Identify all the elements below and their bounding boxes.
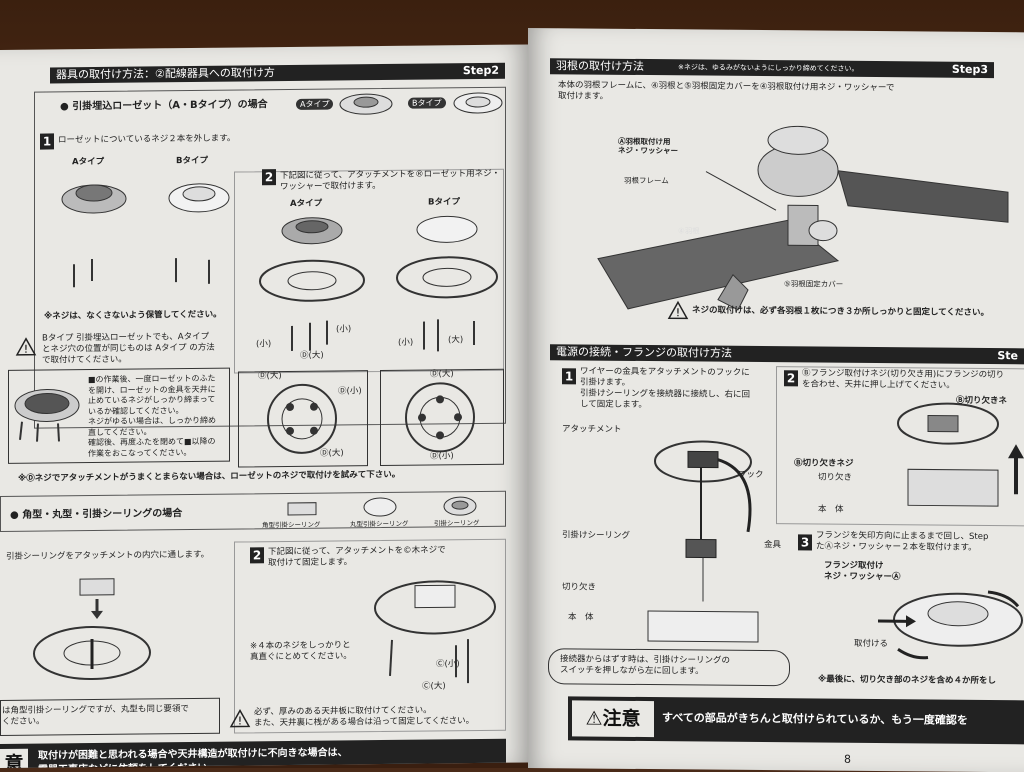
- header-step: Step2: [463, 63, 499, 79]
- type-a-label: Aタイプ: [72, 157, 104, 168]
- b-notch-label-top: Ⓑ切り欠きネ: [956, 396, 1007, 407]
- icon-label-hook: 引掛シーリング: [434, 517, 480, 527]
- round-note: は角型引掛シーリングですが、丸型も同じ要領で ください。: [2, 704, 189, 728]
- svg-text:!: !: [676, 306, 680, 319]
- right-page: 羽根の取付け方法 Step3 ※ネジは、ゆるみがないようにしっかり締めてください…: [528, 28, 1024, 772]
- b-notch-screw-label: Ⓑ切り欠きネジ: [794, 458, 854, 470]
- step-number-1: 1: [40, 133, 54, 149]
- small-label-b: (小): [398, 338, 413, 349]
- wiring-illustration: [628, 421, 778, 652]
- small-label-a: (小): [256, 339, 271, 350]
- power-step-number-1: 1: [562, 368, 576, 384]
- body2-label: 本 体: [818, 505, 844, 516]
- rosette-a-icon: [336, 90, 396, 119]
- blade-header-title: 羽根の取付け方法: [556, 59, 644, 73]
- square-ceiling-icon: [282, 499, 322, 519]
- fitting-label: 金具: [764, 540, 781, 551]
- screw-washer-label: Ⓐ羽根取付け用 ネジ・ワッシャー: [618, 137, 678, 156]
- power-header-step: Ste: [997, 348, 1018, 364]
- wood-screw-illustration: [370, 565, 500, 696]
- disconnect-note: 接続器からはずす時は、引掛けシーリングの スイッチを押しながら左に回します。: [560, 654, 730, 677]
- attach-label: 取付ける: [854, 639, 888, 650]
- frame-label: 羽根フレーム: [624, 175, 669, 186]
- hook-ceiling-icon: [440, 495, 480, 517]
- attachment-label: アタッチメント: [562, 424, 622, 436]
- header-title: 器具の取付け方法：②配線器具への取付け方: [56, 66, 275, 81]
- work-note-text: ■の作業後、一度ローゼットのふた を開け、ローゼットの金具を天井に 止めているネ…: [88, 374, 216, 459]
- power-step-number-2: 2: [784, 370, 798, 386]
- d-screw-note: ※Ⓓネジでアタッチメントがうまくとまらない場合は、ローゼットのネジで取付けを試み…: [18, 470, 400, 485]
- power-step1-text: ワイヤーの金具をアタッチメントのフックに 引掛けます。 引掛けシーリングを接続器…: [580, 366, 750, 411]
- blade-label: ④羽根: [678, 225, 700, 236]
- caution-label: 意: [0, 749, 28, 768]
- icon-label-square: 角型引掛シーリング: [262, 519, 321, 530]
- blade-header-step: Step3: [952, 62, 988, 78]
- step2-type-b: Bタイプ: [428, 197, 460, 208]
- blade-instruction: 本体の羽根フレームに、④羽根と⑤羽根固定カバーを④羽根取付け用ネジ・ワッシャーで…: [558, 80, 894, 105]
- type-a-badge: Aタイプ: [296, 99, 333, 110]
- power-header-title: 電源の接続・フランジの取付け方法: [556, 345, 732, 360]
- page-header: 器具の取付け方法：②配線器具への取付け方 Step2: [50, 63, 505, 84]
- ring-a-d-large2: Ⓓ(大): [320, 448, 344, 459]
- large-label-b: (大): [448, 335, 463, 346]
- warning-icon-2: !: [230, 709, 250, 727]
- rosette-removal-illustration: [54, 167, 254, 299]
- svg-text:!: !: [24, 343, 28, 356]
- type-b-badge: Bタイプ: [408, 97, 446, 108]
- s2-screw-note: ※４本のネジをしっかりと 真直ぐにとめてください。: [250, 640, 352, 663]
- step2-type-a: Aタイプ: [290, 199, 322, 210]
- step2-text: 下記図に従って、アタッチメントを®ローゼット用ネジ・ ワッシャーで取付けます。: [280, 169, 500, 193]
- section2-title: ● 角型・丸型・引掛シーリングの場合: [10, 508, 182, 521]
- notch2-label: 切り欠き: [818, 473, 852, 484]
- flange-rotate-illustration: [868, 579, 1024, 670]
- power-step-number-3: 3: [798, 534, 812, 550]
- warning-icon-3: !: [668, 301, 688, 319]
- hook-label: フック: [738, 470, 764, 481]
- ring-diagram-a: [262, 378, 342, 459]
- s2-step-number-2: 2: [250, 547, 264, 563]
- caution-text-right: すべての部品がきちんと取付けられているか、もう一度確認を: [662, 711, 968, 728]
- flange-illustration: [888, 393, 1024, 514]
- c-large-label: Ⓒ(大): [422, 681, 446, 692]
- type-b-label: Bタイプ: [176, 156, 208, 167]
- power-step3-text: フランジを矢印方向に止まるまで回し、Step たⒶネジ・ワッシャー２本を取付けま…: [816, 531, 988, 555]
- ring-b-d-small: Ⓓ(小): [430, 451, 454, 462]
- power-step2-text: Ⓑフランジ取付けネジ(切り欠き用)にフランジの切り を合わせ、天井に押し上げてく…: [802, 368, 1004, 392]
- page-number: 8: [844, 753, 851, 766]
- thick-ceiling-warning: 必ず、厚みのある天井板に取付けてください。 また、天井裏に桟がある場合は沿って固…: [254, 705, 474, 729]
- caution-label-text: 注意: [603, 708, 641, 730]
- ring-diagram-b: [400, 377, 480, 458]
- caution-text: 取付けが困難と思われる場合や天井構造が取付けに不向きな場合は、 電器工事店などに…: [38, 746, 348, 768]
- small-label-a2: (小): [336, 324, 351, 335]
- c-small-label: Ⓒ(小): [436, 659, 460, 670]
- step-number-2: 2: [262, 169, 276, 185]
- ceiling-attachment-illustration: [30, 568, 160, 689]
- attachment-rosette-illustration: [252, 209, 502, 362]
- s2-step1-text: 引掛シーリングをアタッチメントの内穴に通します。: [6, 550, 209, 563]
- ring-a-d-large: Ⓓ(大): [258, 371, 282, 382]
- left-page: 器具の取付け方法：②配線器具への取付け方 Step2 ● 引掛埋込ローゼット（A…: [0, 44, 528, 768]
- step1-text: ローゼットについているネジ２本を外します。: [58, 134, 235, 147]
- notch-label: 切り欠き: [562, 582, 596, 593]
- caution-label-right: ⚠注意: [572, 700, 654, 737]
- ring-b-d-large: Ⓓ(大): [430, 369, 454, 380]
- svg-text:!: !: [238, 714, 242, 727]
- power-header: 電源の接続・フランジの取付け方法 Ste: [550, 344, 1024, 364]
- body-label: 本 体: [568, 612, 594, 623]
- large-label-a: Ⓓ(大): [300, 351, 324, 362]
- rosette-b-icon: [450, 89, 506, 118]
- blade-header-subtitle: ※ネジは、ゆるみがないようにしっかり締めてください。: [678, 62, 859, 74]
- last-note: ※最後に、切り欠き部のネジを含め４か所をし: [818, 675, 996, 688]
- caution-warning-icon: ⚠: [585, 708, 602, 730]
- icon-label-round: 丸型引掛シーリング: [350, 518, 409, 529]
- rosette-inside-illustration: [12, 383, 82, 444]
- round-ceiling-icon: [360, 496, 400, 518]
- ceiling-label: 引掛けシーリング: [562, 530, 630, 542]
- warning-icon: !: [16, 338, 36, 356]
- cover-label: ⑤羽根固定カバー: [784, 278, 843, 290]
- keep-screws-note: ※ネジは、なくさないよう保管してください。: [44, 310, 222, 323]
- type-b-note: Bタイプ 引掛埋込ローゼットでも、Aタイプ とネジ穴の位置が同じものは Aタイプ…: [42, 332, 215, 367]
- section-title: ● 引掛埋込ローゼット（A・Bタイプ）の場合: [60, 99, 268, 112]
- ring-a-d-small: Ⓓ(小): [338, 386, 362, 397]
